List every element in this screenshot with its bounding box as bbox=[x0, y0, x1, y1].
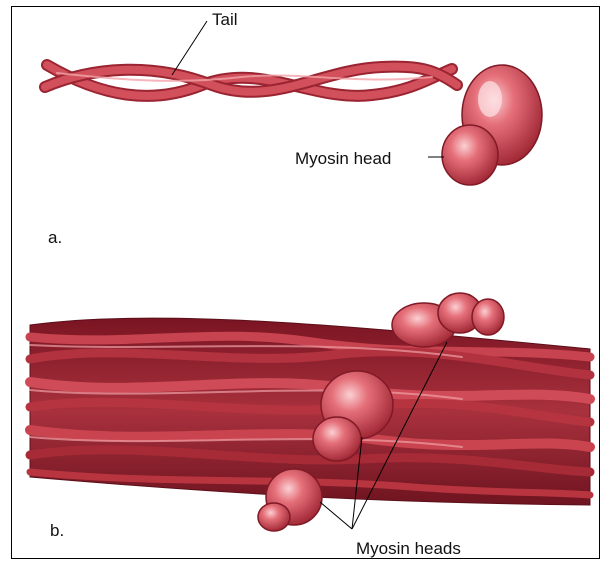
thick-filament-b bbox=[30, 293, 590, 531]
tail-strands bbox=[45, 65, 457, 96]
tail-label: Tail bbox=[212, 11, 238, 28]
myosin-molecule-a bbox=[45, 21, 542, 185]
panel-b-label: b. bbox=[50, 522, 64, 539]
myosin-head-label: Myosin head bbox=[295, 150, 391, 167]
myosin-heads-label: Myosin heads bbox=[356, 540, 461, 557]
tail-leader-line bbox=[172, 21, 207, 75]
panel-a-label: a. bbox=[48, 229, 62, 246]
figure-frame: Tail Myosin head a. b. Myosin heads bbox=[11, 6, 600, 559]
myosin-illustration bbox=[12, 7, 600, 559]
